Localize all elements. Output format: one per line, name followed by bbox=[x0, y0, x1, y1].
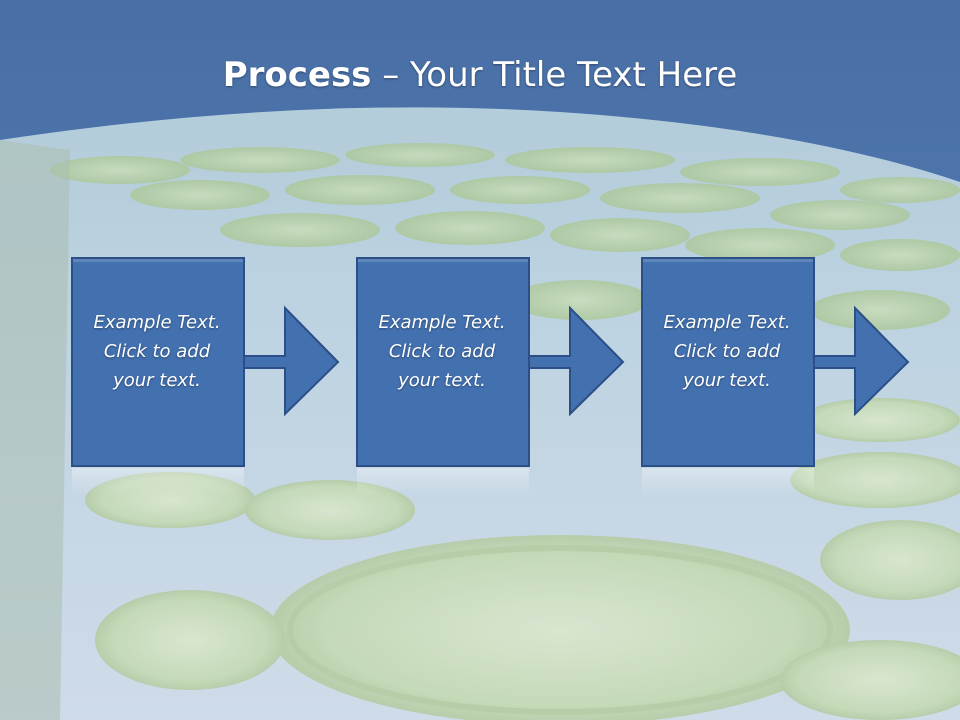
step-1-text[interactable]: Example Text. Click to add your text. bbox=[93, 312, 221, 391]
step-3-shape bbox=[641, 257, 910, 496]
process-step-2[interactable]: Example Text. Click to add your text. bbox=[355, 256, 665, 496]
step-3-text[interactable]: Example Text. Click to add your text. bbox=[663, 312, 791, 391]
process-step-1[interactable]: Example Text. Click to add your text. bbox=[70, 256, 380, 496]
slide-title-bold: Process bbox=[222, 55, 372, 95]
process-step-3[interactable]: Example Text. Click to add your text. bbox=[640, 256, 950, 496]
step-3-box bbox=[641, 257, 815, 467]
step-1-box bbox=[71, 257, 245, 467]
step-1-shape bbox=[71, 257, 340, 496]
step-3-arrow-icon bbox=[799, 305, 910, 417]
step-2-box bbox=[356, 257, 530, 467]
step-2-shape bbox=[356, 257, 625, 496]
step-2-text[interactable]: Example Text. Click to add your text. bbox=[378, 312, 506, 391]
slide-title[interactable]: Process – Your Title Text Here bbox=[0, 52, 960, 98]
slide-title-rest: – Your Title Text Here bbox=[371, 55, 738, 95]
step-2-arrow-icon bbox=[514, 305, 625, 417]
